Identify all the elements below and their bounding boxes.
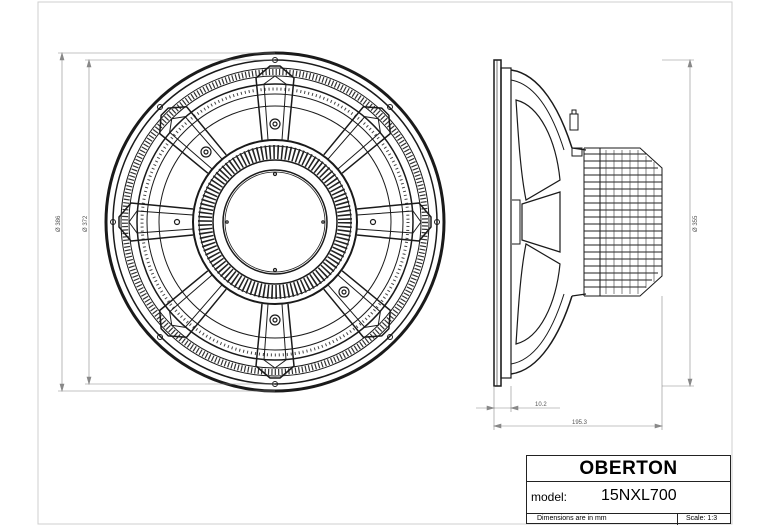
info-row: Dimensions are in mm Scale: 1:3 — [527, 514, 730, 525]
brand-name: OBERTON — [527, 456, 730, 482]
model-value: 15NXL700 — [601, 487, 677, 504]
outer-diameter-label: Ø 386 — [56, 215, 62, 232]
side-view — [493, 59, 663, 387]
units-note: Dimensions are in mm — [537, 515, 607, 522]
flange-depth-label: 10.2 — [535, 402, 547, 408]
sheet-border — [37, 1, 733, 525]
model-label: model: — [531, 490, 568, 504]
cutout-diameter-label: Ø 355 — [693, 215, 699, 232]
bolt-circle-label: Ø 372 — [83, 215, 89, 232]
title-block: OBERTON model: 15NXL700 Dimensions are i… — [526, 455, 731, 525]
scale-cell: Scale: 1:3 — [677, 514, 732, 525]
front-view — [104, 51, 446, 393]
overall-depth-label: 195.3 — [572, 420, 588, 426]
model-row: model: 15NXL700 — [527, 482, 730, 514]
scale-label: Scale: 1:3 — [686, 515, 718, 522]
